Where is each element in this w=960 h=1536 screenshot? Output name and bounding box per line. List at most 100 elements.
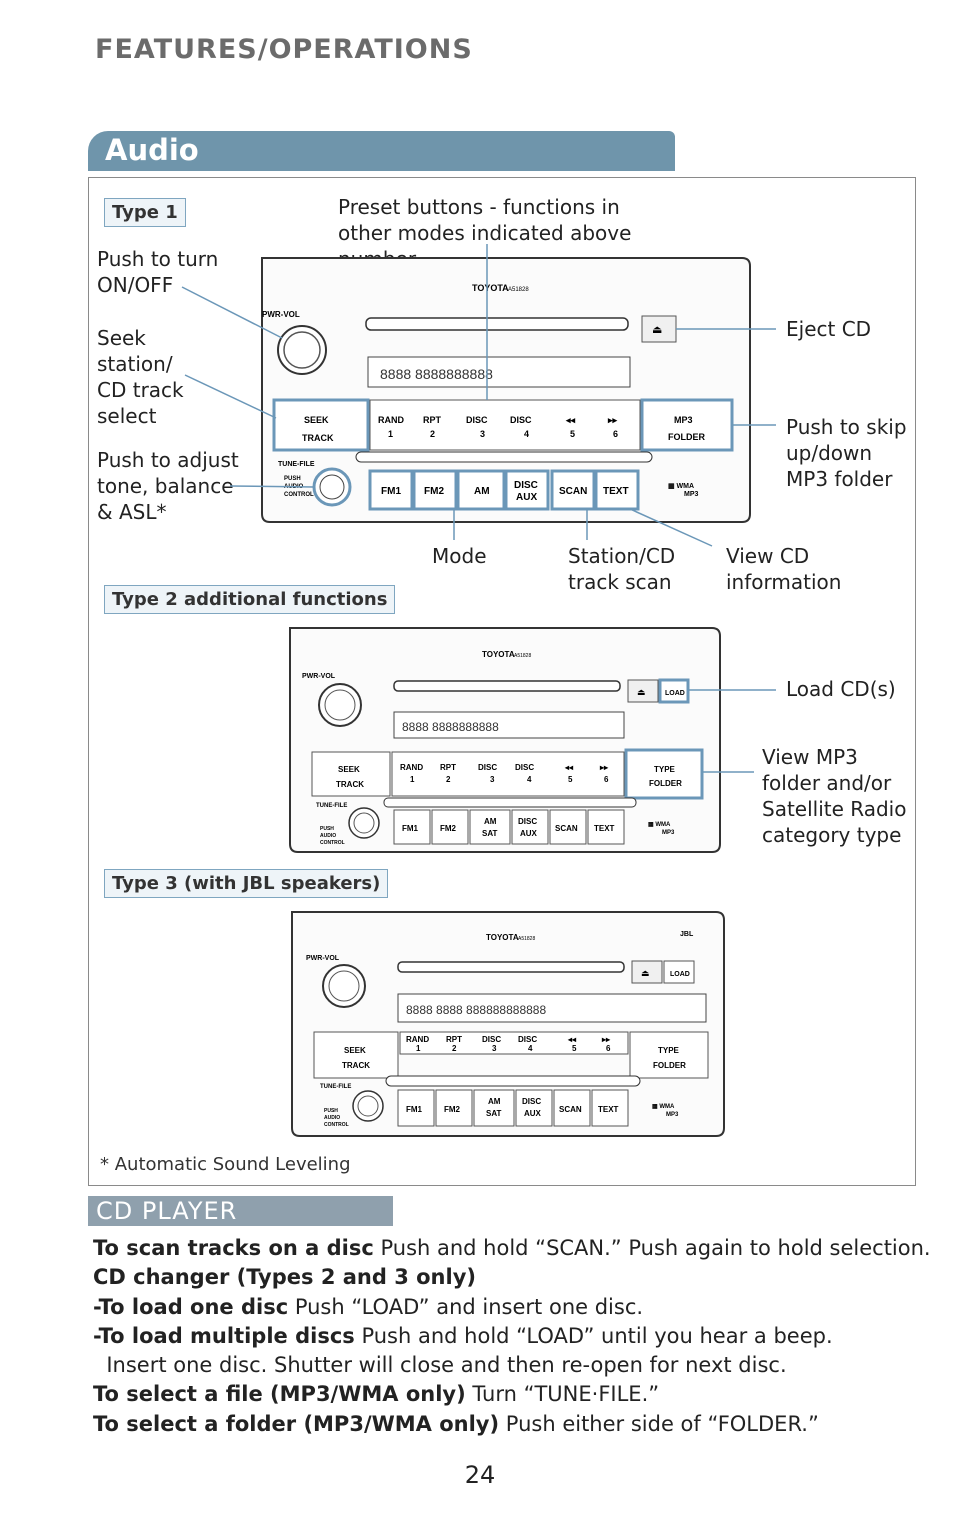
cd-player-title: CD PLAYER: [96, 1197, 238, 1225]
svg-text:FOLDER: FOLDER: [653, 1061, 686, 1070]
svg-text:3: 3: [490, 775, 495, 784]
type3-tag: Type 3 (with JBL speakers): [104, 869, 389, 898]
instruction-line: -To load multiple discs Push and hold “L…: [93, 1323, 833, 1348]
diagram-frame: [88, 177, 916, 1186]
mp3-folder-button[interactable]: [640, 398, 734, 452]
svg-text:6: 6: [604, 775, 609, 784]
jbl-logo: JBL: [680, 931, 694, 938]
callout-mode: Mode: [432, 544, 487, 568]
svg-text:TEXT: TEXT: [594, 824, 615, 833]
load-button[interactable]: [658, 678, 690, 704]
svg-text:▦ WMA: ▦ WMA: [668, 483, 694, 490]
callout-eject: Eject CD: [786, 317, 872, 341]
radio-type2: TOYOTA A51828 ⏏ LOAD PWR-VOL 8888 888888…: [289, 627, 721, 853]
seek-track-button[interactable]: [272, 398, 370, 452]
svg-text:SCAN: SCAN: [555, 824, 578, 833]
svg-text:◂◂: ◂◂: [567, 1035, 577, 1044]
svg-text:TYPE: TYPE: [654, 765, 676, 774]
instruction-line: -To load one disc Push “LOAD” and insert…: [93, 1294, 644, 1319]
svg-text:AM: AM: [474, 486, 490, 497]
svg-text:4: 4: [528, 1044, 533, 1053]
svg-text:A51828: A51828: [514, 653, 531, 659]
svg-text:PUSH: PUSH: [284, 476, 301, 482]
svg-text:PWR-VOL: PWR-VOL: [306, 955, 340, 962]
svg-text:TEXT: TEXT: [603, 486, 629, 497]
svg-text:AUX: AUX: [516, 492, 537, 503]
svg-text:RAND: RAND: [400, 763, 423, 772]
svg-text:2: 2: [430, 429, 435, 439]
svg-text:SCAN: SCAN: [559, 1105, 582, 1114]
fm1-button[interactable]: [368, 469, 414, 511]
svg-text:A51828: A51828: [518, 936, 535, 942]
svg-text:FM1: FM1: [402, 824, 419, 833]
svg-text:SAT: SAT: [482, 829, 498, 838]
instruction-line: To select a file (MP3/WMA only) Turn “TU…: [93, 1382, 660, 1407]
fm2-button[interactable]: [412, 469, 458, 511]
radio-diagrams: TOYOTA A51828 ⏏ PWR-VOL 8888 8888888888 …: [181, 244, 776, 1137]
svg-text:RPT: RPT: [446, 1035, 462, 1044]
svg-text:SAT: SAT: [486, 1109, 502, 1118]
eject-icon: ⏏: [652, 324, 662, 336]
svg-text:FM2: FM2: [444, 1105, 461, 1114]
svg-text:5: 5: [568, 775, 573, 784]
svg-text:⏏: ⏏: [637, 687, 646, 697]
cd-player-bar: CD PLAYER: [88, 1196, 393, 1226]
svg-text:AUX: AUX: [520, 829, 538, 838]
svg-text:FM2: FM2: [440, 824, 457, 833]
callout-preset: Preset buttons - functions in other mode…: [338, 195, 632, 271]
brand-text: TOYOTA: [472, 283, 509, 293]
footnote: * Automatic Sound Leveling: [100, 1154, 351, 1175]
svg-text:TOYOTA: TOYOTA: [482, 650, 515, 659]
svg-text:TYPE: TYPE: [658, 1046, 680, 1055]
svg-text:8888 8888888888: 8888 8888888888: [380, 366, 493, 382]
power-knob[interactable]: [277, 325, 327, 375]
callout-view-cd: View CD information: [726, 544, 842, 594]
svg-text:RPT: RPT: [423, 415, 442, 425]
svg-text:DISC: DISC: [518, 1035, 537, 1044]
svg-text:CONTROL: CONTROL: [284, 492, 314, 498]
model-text: A51828: [508, 287, 529, 293]
svg-text:4: 4: [524, 429, 529, 439]
svg-text:4: 4: [527, 775, 532, 784]
svg-text:PUSH: PUSH: [320, 826, 334, 832]
svg-text:▦ WMA: ▦ WMA: [652, 1104, 675, 1110]
scan-button[interactable]: [550, 469, 596, 511]
svg-text:DISC: DISC: [466, 415, 488, 425]
page-number: 24: [464, 1461, 496, 1489]
svg-text:FM1: FM1: [381, 486, 401, 497]
callout-view-mp3: View MP3 folder and/or Satellite Radio c…: [762, 745, 907, 847]
svg-text:AUDIO: AUDIO: [324, 1115, 340, 1121]
type-folder-button[interactable]: [624, 748, 704, 800]
svg-text:TRACK: TRACK: [302, 433, 334, 443]
svg-text:SEEK: SEEK: [344, 1046, 366, 1055]
callout-load: Load CD(s): [786, 677, 896, 701]
svg-text:DISC: DISC: [510, 415, 532, 425]
tune-file-knob[interactable]: [312, 467, 352, 507]
am-button[interactable]: [456, 469, 506, 511]
svg-text:DISC: DISC: [482, 1035, 501, 1044]
svg-text:MP3: MP3: [684, 491, 699, 498]
svg-text:5: 5: [572, 1044, 577, 1053]
svg-text:TUNE-FILE: TUNE-FILE: [278, 461, 315, 468]
svg-text:8888 8888888888: 8888 8888888888: [402, 720, 499, 734]
svg-text:TOYOTA: TOYOTA: [486, 933, 519, 942]
svg-text:6: 6: [613, 429, 618, 439]
svg-text:TEXT: TEXT: [598, 1105, 619, 1114]
svg-text:2: 2: [452, 1044, 457, 1053]
disc-aux-button[interactable]: [504, 469, 550, 511]
svg-text:RAND: RAND: [378, 415, 404, 425]
svg-text:▸▸: ▸▸: [607, 415, 618, 425]
radio-type1: TOYOTA A51828 ⏏ PWR-VOL 8888 8888888888 …: [261, 257, 751, 523]
svg-text:◂◂: ◂◂: [565, 415, 576, 425]
svg-text:FOLDER: FOLDER: [668, 432, 705, 442]
svg-text:▸▸: ▸▸: [599, 763, 609, 772]
svg-text:3: 3: [480, 429, 485, 439]
svg-text:▦ WMA: ▦ WMA: [648, 822, 671, 828]
svg-text:AUDIO: AUDIO: [320, 833, 336, 839]
svg-text:LOAD: LOAD: [670, 971, 690, 978]
svg-text:1: 1: [388, 429, 393, 439]
svg-text:FM2: FM2: [424, 486, 444, 497]
text-button[interactable]: [594, 469, 640, 511]
svg-text:8888 8888 888888888888: 8888 8888 888888888888: [406, 1003, 546, 1017]
svg-text:1: 1: [410, 775, 415, 784]
